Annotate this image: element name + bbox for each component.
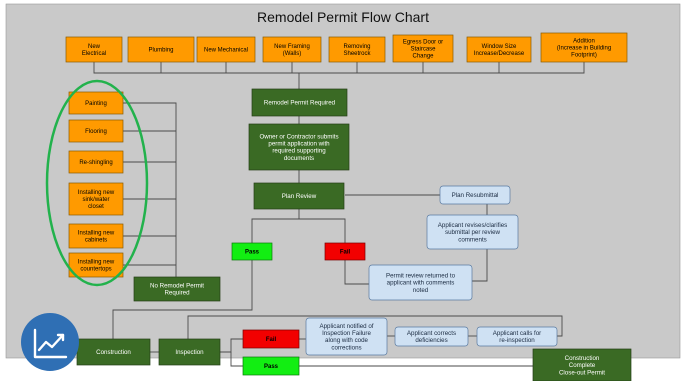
- svg-text:Re-shingling: Re-shingling: [79, 160, 112, 166]
- inspection-fail-node: Fail: [242, 329, 300, 349]
- inspection-pass-node: Pass: [242, 356, 300, 376]
- exempt-items-highlight-ellipse: [45, 79, 149, 287]
- plan-review-fail-node: Fail: [324, 242, 366, 261]
- trigger-new-framing: New Framing(Walls): [262, 36, 322, 63]
- svg-text:Fail: Fail: [340, 250, 351, 256]
- svg-text:Plumbing: Plumbing: [148, 48, 173, 54]
- trigger-new-mechanical: New Mechanical: [196, 36, 256, 63]
- trigger-plumbing: Plumbing: [127, 36, 195, 63]
- exempt-reshingling: Re-shingling: [68, 150, 124, 174]
- svg-text:Remodel Permit Required: Remodel Permit Required: [264, 100, 336, 107]
- permit-required-node: Remodel Permit Required: [251, 88, 348, 117]
- exempt-painting: Painting: [68, 91, 124, 115]
- connectors: [93, 62, 585, 367]
- svg-text:Inspection: Inspection: [175, 349, 204, 356]
- plan-resubmittal-node: Plan Resubmittal: [439, 185, 511, 205]
- svg-text:Pass: Pass: [264, 364, 279, 370]
- exempt-flooring: Flooring: [68, 119, 124, 143]
- plan-review-node: Plan Review: [253, 182, 345, 210]
- svg-text:Construction: Construction: [96, 349, 131, 356]
- plan-review-pass-node: Pass: [231, 242, 273, 261]
- chart-title: Remodel Permit Flow Chart: [257, 9, 429, 25]
- inspection-node: Inspection: [158, 338, 221, 366]
- chart-background: [5, 3, 681, 359]
- svg-text:Plan Resubmittal: Plan Resubmittal: [452, 192, 499, 199]
- svg-text:New Framing(Walls): New Framing(Walls): [274, 44, 310, 57]
- svg-text:Fail: Fail: [266, 337, 277, 343]
- trending-up-chart-icon: [21, 313, 79, 371]
- svg-text:Plan Review: Plan Review: [282, 193, 317, 200]
- svg-text:New Mechanical: New Mechanical: [204, 48, 248, 54]
- svg-text:Flooring: Flooring: [85, 129, 107, 135]
- construction-node: Construction: [76, 338, 151, 366]
- svg-text:Pass: Pass: [245, 250, 260, 256]
- svg-text:Painting: Painting: [85, 101, 107, 107]
